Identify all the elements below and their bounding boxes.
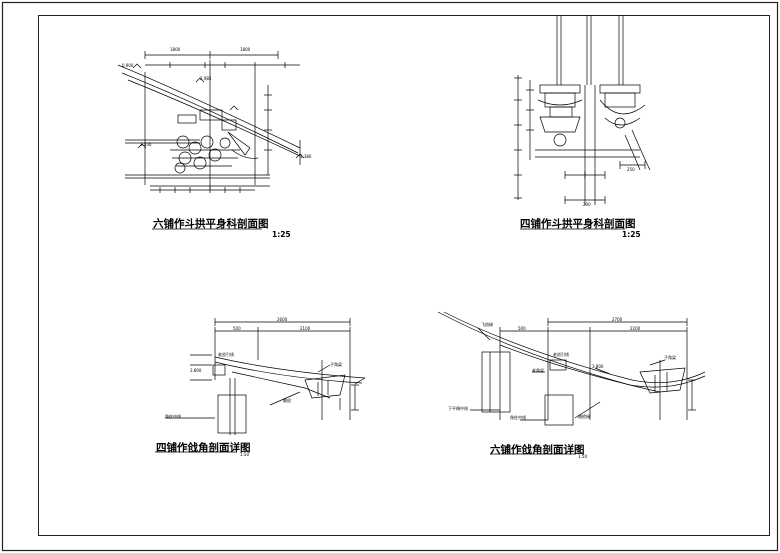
label-d3-b: 嫩戗 [283,398,291,403]
dim-d4-total: 2700 [612,317,623,322]
label-d4-f: 子角梁 [664,355,676,360]
drawing-title-four-puzuo-bracket: 四铺作斗拱平身科剖面图 [520,218,636,230]
label-d4-a: 老戗引线 [553,352,569,357]
label-d4-d: 角柱中线 [510,415,526,420]
level-d1-4: 3.380 [300,154,312,159]
drawing-six-puzuo-bracket [117,51,305,230]
dim-d1-top-2: 1800 [240,47,251,52]
label-d3-a: 老戗引线 [218,352,234,357]
label-d4-b: 老角梁 [532,368,544,373]
dim-d3-b: 2100 [300,326,311,331]
level-d1-2: 3.330 [140,142,152,147]
dim-d4-b: 2200 [630,326,641,331]
dim-d2-bottom: 200 [583,202,591,207]
label-d3-d: 子角梁 [330,362,342,367]
scale-six-puzuo-bracket: 1:25 [272,230,291,239]
scale-four-puzuo-corner: 1:50 [240,452,249,457]
inner-frame [38,15,770,536]
drawing-four-puzuo-bracket [514,15,651,230]
drawing-four-puzuo-corner [155,318,366,453]
label-d4-top: 飞戗椽 [481,322,493,327]
dim-d3-a: 500 [233,326,241,331]
drawing-title-four-puzuo-corner: 四铺作戗角剖面详图 [156,442,251,454]
dim-d4-a: 500 [518,326,526,331]
drawing-title-six-puzuo-corner: 六铺作戗角剖面详图 [490,444,585,456]
level-d1-1: 0.900 [122,63,134,68]
dim-d2-side: 250 [627,167,635,172]
level-d3-a: 3.800 [190,368,202,373]
label-d3-c: 角柱中线 [165,414,181,419]
drawing-title-six-puzuo-bracket: 六铺作斗拱平身科剖面图 [153,218,269,230]
scale-four-puzuo-bracket: 1:25 [622,230,641,239]
level-d1-3: 2.985 [200,76,212,81]
label-d4-c: 下平槫中线 [448,406,468,411]
dim-d1-top-1: 1800 [170,47,181,52]
scale-six-puzuo-corner: 1:50 [578,454,587,459]
level-d4-a: 3.800 [592,364,604,369]
drawing-six-puzuo-corner [437,311,706,455]
label-d4-e: 翘檐椽 [578,414,590,419]
dim-d3-total: 2600 [277,317,288,322]
